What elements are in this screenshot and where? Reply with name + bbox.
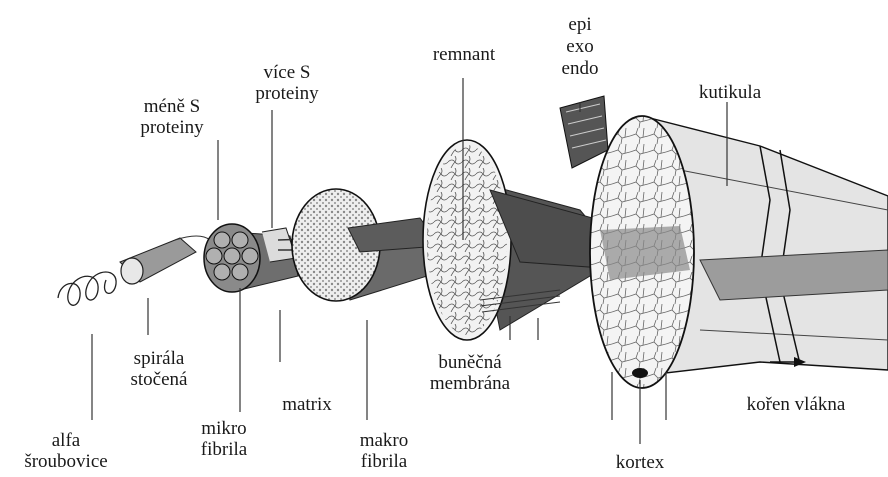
label-coiled-spiral: spirála stočená [116,348,202,390]
label-microfibril: mikro fibrila [184,418,264,460]
coiled-spiral [120,236,210,284]
label-less-s-proteins: méně S proteiny [126,96,218,138]
alpha-helix-coil [58,272,116,305]
label-alpha-helix: alfa šroubovice [6,430,126,472]
label-epi: epi [548,14,612,36]
label-macrofibril: makro fibrila [344,430,424,472]
label-cortex: kortex [598,452,682,473]
cuticle-layers [560,96,608,168]
macrofibril [292,189,440,301]
label-remnant: remnant [412,44,516,65]
hair-cross-section [590,116,888,388]
label-cell-membrane: buněčná membrána [412,352,528,394]
label-more-s-proteins: více S proteiny [238,62,336,104]
label-root: kořen vlákna [726,394,866,415]
label-matrix: matrix [272,394,342,415]
label-endo: endo [548,58,612,80]
label-kutikula: kutikula [682,82,778,103]
label-exo: exo [548,36,612,58]
label-cuticle-layers: epi exo endo [548,14,612,80]
